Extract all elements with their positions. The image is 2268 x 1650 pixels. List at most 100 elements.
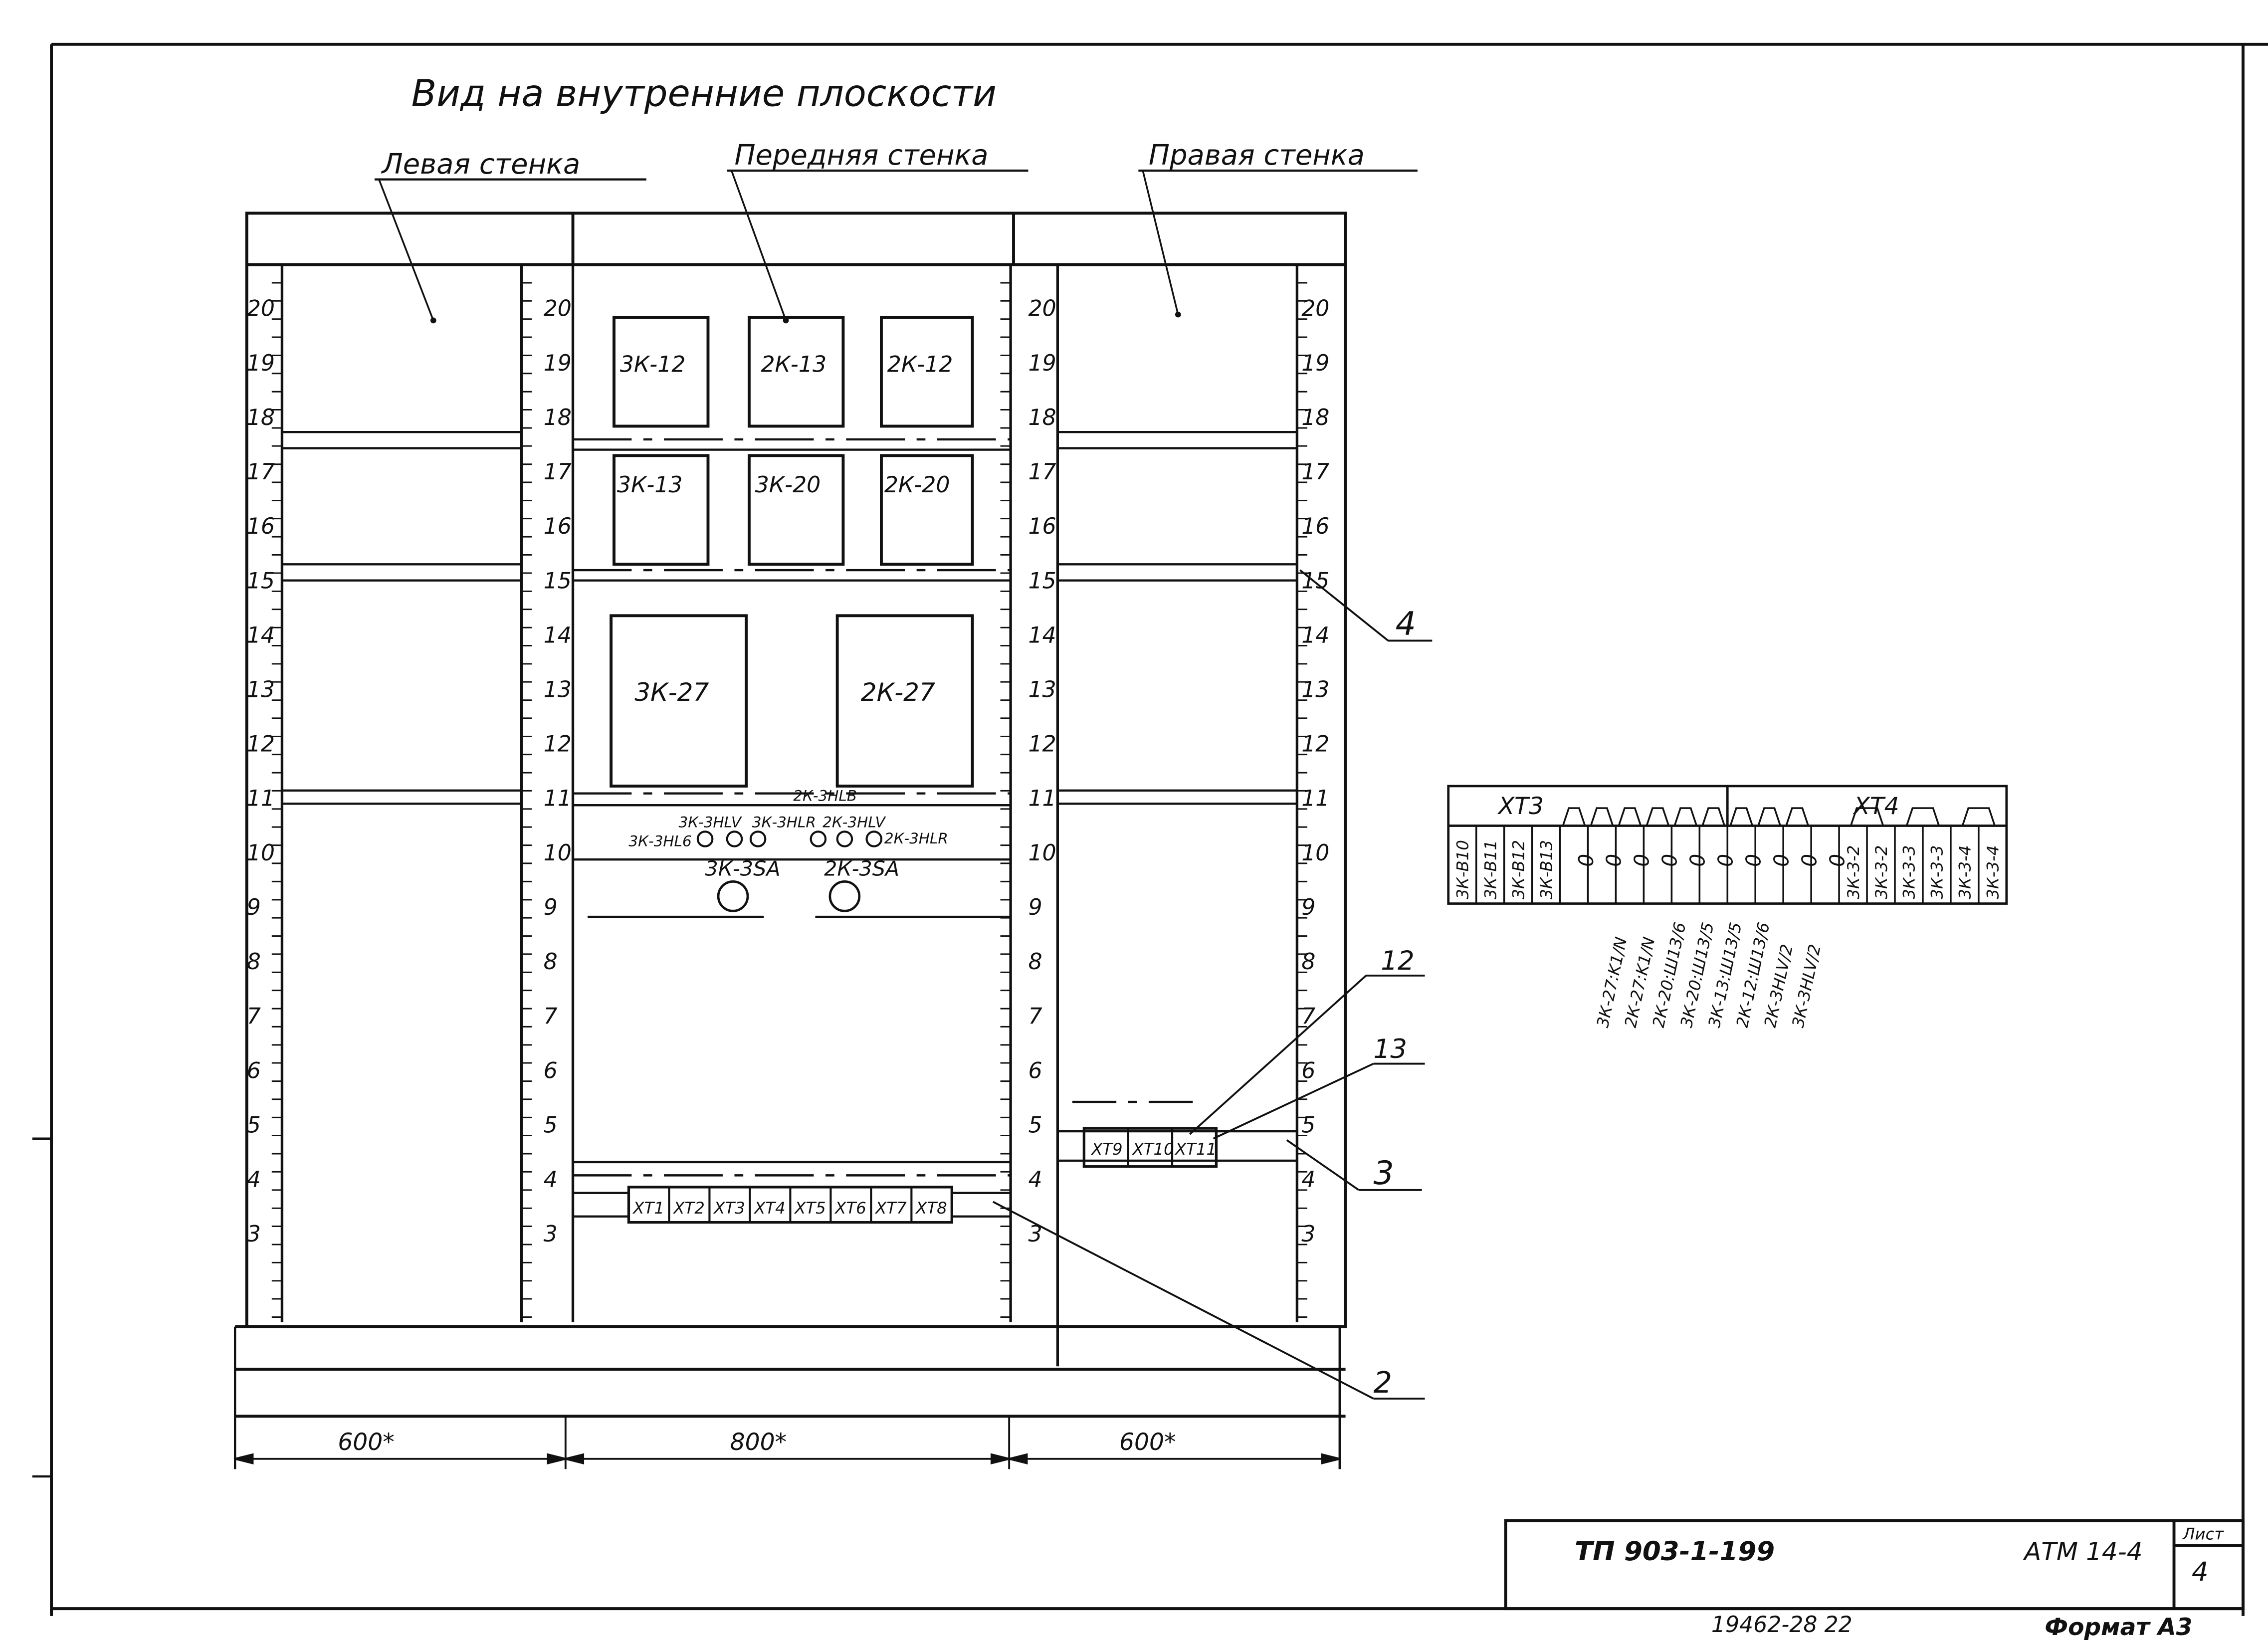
wall-label-left: Левая стенка [381, 148, 581, 181]
sheet-number: 4 [2192, 1557, 2209, 1587]
scale-mark-label: 16 [1028, 514, 1056, 539]
table-cap [1729, 807, 1753, 826]
svg-text:3К-20: 3К-20 [755, 472, 821, 498]
wall-labels: Левая стенка Передняя стенка Правая стен… [374, 139, 1418, 324]
scale-mark-label: 4 [544, 1167, 558, 1193]
svg-text:3К-12: 3К-12 [620, 352, 686, 377]
terminal-xt2: XT2 [672, 1199, 705, 1218]
scale-mark-label: 17 [247, 459, 275, 485]
scale-mark-label: 13 [1028, 677, 1056, 702]
switch-label-3k-3sa: 3К-3SA [705, 857, 781, 881]
scale-mark-label: 15 [544, 568, 572, 594]
dimension-right: 600* [1119, 1429, 1176, 1456]
table-group-xt4: XT4 [1853, 793, 1899, 820]
terminal-xt3: XT3 [713, 1199, 745, 1218]
scale-mark-label: 4 [1028, 1167, 1042, 1193]
scale-mark-label: 20 [1028, 296, 1056, 322]
table-left-label: 3К-В13 [1537, 840, 1556, 899]
device-3k-20: 3К-20 [747, 454, 845, 566]
table-right-label: 3К-3-3 [1900, 845, 1919, 899]
scale-mark-label: 10 [1301, 840, 1329, 866]
table-zero: 0 [1742, 854, 1766, 867]
lamp-label-3k-3hlr: 3К-3HLR [752, 814, 816, 830]
lamp-label-2k-3hlr: 2К-3HLR [884, 830, 948, 847]
callout-12: 12 [1381, 946, 1414, 976]
table-cap [1618, 807, 1642, 826]
table-cap [1785, 807, 1809, 826]
terminal-xt7: XT7 [874, 1199, 907, 1218]
scale-mark-label: 10 [1028, 840, 1056, 866]
scale-mark-label: 18 [544, 405, 572, 430]
scale-mark-label: 20 [247, 296, 275, 322]
scale-mark-label: 3 [247, 1222, 261, 1247]
scale-mark-label: 8 [247, 949, 261, 975]
table-cap [1757, 807, 1781, 826]
table-cap [1850, 807, 1884, 826]
scale-mark-label: 18 [247, 405, 275, 430]
lamp-label-3k-3hl6: 3К-3HL6 [628, 833, 691, 850]
wall-label-right: Правая стенка [1149, 139, 1365, 172]
scale-mark-label: 3 [544, 1222, 558, 1247]
table-zero: 0 [1602, 854, 1626, 867]
scale-mark-label: 12 [247, 732, 275, 757]
svg-text:2К-27: 2К-27 [861, 678, 935, 707]
scale-mark-label: 13 [544, 677, 572, 702]
table-cap [1590, 807, 1614, 826]
table-right-label: 3К-3-4 [1984, 845, 2003, 899]
callouts [992, 569, 1433, 1400]
scale-mark-label: 13 [1301, 677, 1329, 702]
scale-mark-label: 11 [247, 786, 275, 812]
scale-mark-label: 4 [247, 1167, 261, 1193]
lamp-label-3k-3hlv: 3К-3HLV [679, 814, 742, 830]
scale-mark-label: 20 [544, 296, 572, 322]
scale-mark-label: 7 [1028, 1004, 1042, 1029]
device-3k-27: 3К-27 [610, 614, 748, 788]
scale-mark-label: 8 [1028, 949, 1042, 975]
sheet-frame [32, 42, 2268, 1616]
scale-mark-label: 15 [1028, 568, 1056, 594]
device-2k-27: 2К-27 [835, 614, 974, 788]
terminal-xt1: XT1 [632, 1199, 664, 1218]
scale-mark-label: 17 [1301, 459, 1329, 485]
switch-label-2k-3sa: 2К-3SA [824, 857, 899, 881]
sheet-format: Формат А3 [2045, 1614, 2192, 1641]
device-3k-13: 3К-13 [613, 454, 710, 566]
scale-mark-label: 19 [247, 351, 275, 376]
sheet-label: Лист [2182, 1525, 2224, 1544]
table-zero: 0 [1825, 854, 1849, 867]
scale-mark-label: 16 [544, 514, 572, 539]
device-3k-12: 3К-12 [613, 316, 710, 428]
cabinet-outline [233, 211, 1347, 1469]
scale-mark-label: 16 [247, 514, 275, 539]
table-cap [1562, 807, 1586, 826]
scale-mark-label: 18 [1028, 405, 1056, 430]
svg-text:3К-13: 3К-13 [617, 472, 683, 498]
table-zero: 0 [1574, 854, 1598, 867]
terminal-xt5: XT5 [794, 1199, 826, 1218]
scale-mark-label: 14 [1028, 623, 1056, 648]
signal-lamps: 3К-3HLV 3К-3HLR 3К-3HL6 2К-3HLB 2К-3HLV … [628, 787, 948, 849]
scale-mark-label: 3 [1301, 1222, 1315, 1247]
table-right-label: 3К-3-3 [1928, 845, 1947, 899]
scale-mark-label: 10 [247, 840, 275, 866]
scale-mark-label: 11 [1028, 786, 1056, 812]
scale-mark-label: 5 [544, 1113, 558, 1138]
callout-4: 4 [1396, 606, 1416, 643]
table-right-label: 3К-3-4 [1956, 845, 1975, 899]
scale-mark-label: 19 [1301, 351, 1329, 376]
table-left-label: 3К-В11 [1481, 840, 1500, 899]
scale-mark-label: 14 [247, 623, 275, 648]
front-devices: 3К-12 2К-13 2К-12 3К-13 3К-20 2К-20 3К-2… [610, 316, 974, 788]
table-zero: 0 [1714, 854, 1738, 867]
scale-mark-label: 10 [544, 840, 572, 866]
dimension-front: 800* [730, 1429, 787, 1456]
table-zero: 0 [1658, 854, 1682, 867]
callout-13: 13 [1374, 1034, 1407, 1064]
scale-mark-label: 17 [544, 459, 572, 485]
scale-mark-label: 7 [247, 1004, 261, 1029]
scale-mark-label: 6 [1301, 1058, 1315, 1083]
scale-mark-label: 9 [544, 895, 558, 920]
table-cap [1701, 807, 1726, 826]
